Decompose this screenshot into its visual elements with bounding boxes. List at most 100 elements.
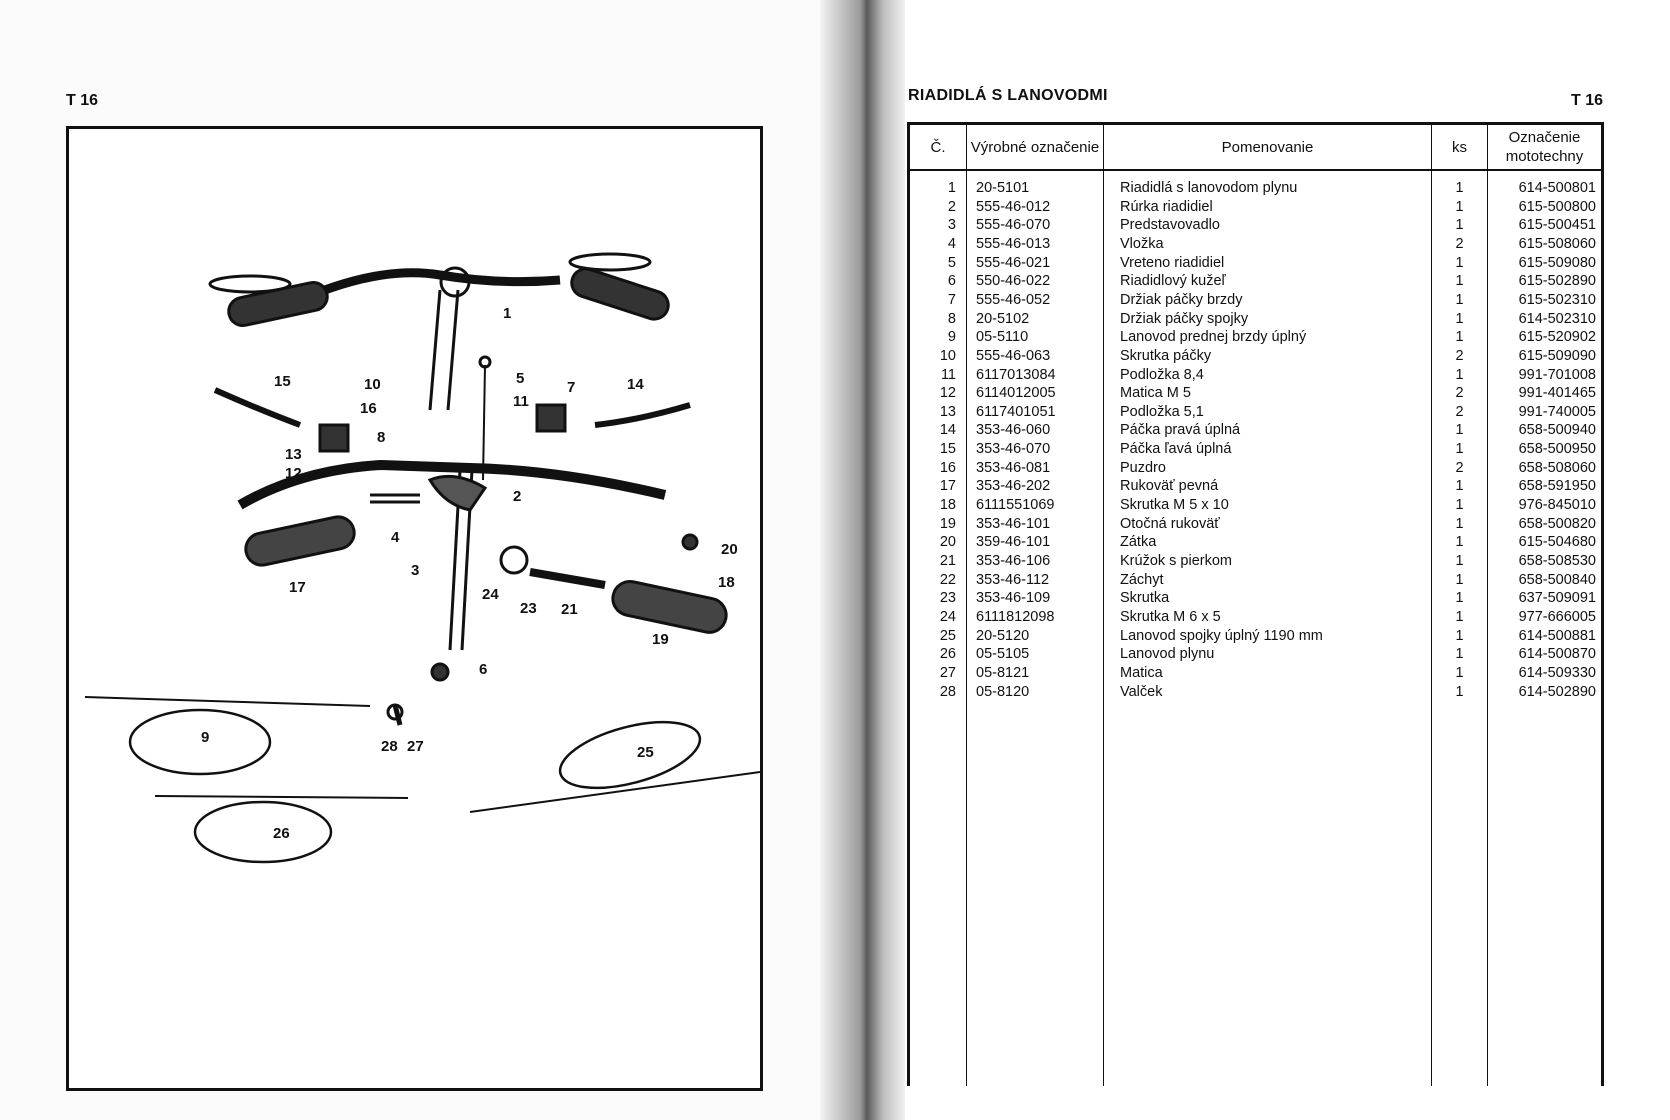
cell-qty: 1 — [1455, 441, 1464, 458]
cell-code: 05-8121 — [976, 664, 1030, 681]
cell-name: Skrutka M 6 x 5 — [1120, 608, 1221, 625]
cell-name: Riadidlá s lanovodom plynu — [1120, 180, 1298, 196]
cell-no: 11 — [940, 366, 956, 383]
cell-code: 353-46-101 — [976, 515, 1051, 532]
upper-left-lever — [208, 274, 292, 294]
clutch-lever-holder — [318, 423, 350, 453]
callout-label: 11 — [513, 393, 529, 410]
cell-qty: 1 — [1455, 310, 1464, 327]
cell-mototechna: 615-509090 — [1518, 347, 1596, 364]
cell-name: Skrutka M 5 x 10 — [1120, 497, 1229, 514]
cell-code: 6114012005 — [976, 385, 1056, 402]
plug — [681, 533, 699, 551]
cell-code: 555-46-021 — [976, 254, 1051, 271]
front-brake-cable — [128, 708, 272, 776]
callout-label: 2 — [513, 488, 521, 505]
cell-name: Lanovod plynu — [1120, 646, 1215, 663]
callout-label: 9 — [201, 729, 209, 746]
header-divider — [910, 169, 1601, 171]
callout-label: 28 — [381, 738, 398, 755]
cell-no: 8 — [947, 310, 956, 327]
cell-mototechna: 614-502890 — [1518, 683, 1596, 700]
cell-qty: 1 — [1455, 571, 1464, 588]
cell-no: 21 — [939, 553, 956, 569]
callout-label: 14 — [627, 376, 644, 393]
right-lever — [594, 402, 691, 428]
cell-no: 18 — [939, 497, 956, 514]
cell-name: Vreteno riadidiel — [1120, 254, 1225, 271]
cell-no: 26 — [939, 646, 956, 663]
cell-qty: 1 — [1455, 553, 1464, 569]
clutch-cable-line — [469, 771, 761, 813]
callout-label: 20 — [721, 541, 738, 558]
cell-code: 353-46-106 — [976, 553, 1051, 569]
cell-name: Krúžok s pierkom — [1120, 553, 1233, 569]
cell-mototechna: 977-666005 — [1518, 608, 1596, 625]
spindle-head — [478, 355, 492, 369]
cell-qty: 1 — [1455, 422, 1464, 439]
cell-mototechna: 614-500870 — [1518, 646, 1596, 663]
header-no: Č. — [930, 138, 946, 156]
cell-no: 5 — [947, 254, 956, 271]
callout-label: 27 — [407, 738, 424, 755]
cell-qty: 1 — [1455, 180, 1464, 196]
cell-mototechna: 658-500940 — [1518, 422, 1596, 439]
cell-no: 19 — [939, 515, 956, 532]
cell-qty: 1 — [1455, 534, 1464, 551]
upper-handlebar — [298, 268, 561, 305]
spindle — [482, 364, 486, 481]
front-brake-cable-line — [84, 696, 371, 707]
page-title: RIADIDLÁ S LANOVODMI — [908, 87, 1108, 104]
column-divider — [966, 125, 967, 1086]
upper-left-grip — [227, 281, 329, 327]
cell-name: Zátka — [1120, 534, 1157, 551]
cell-mototechna: 658-508060 — [1518, 459, 1596, 476]
header-name: Pomenovanie — [1221, 138, 1314, 156]
cell-qty: 2 — [1455, 403, 1464, 420]
roller — [392, 704, 403, 726]
callout-label: 26 — [273, 825, 290, 842]
upper-stem — [428, 289, 460, 411]
cell-qty: 1 — [1455, 683, 1464, 700]
callout-label: 16 — [360, 400, 377, 417]
stem-head — [427, 474, 488, 512]
brake-lever-holder — [535, 403, 567, 433]
cell-code: 05-5110 — [976, 329, 1029, 346]
cell-name: Otočná rukoväť — [1120, 515, 1220, 532]
cell-code: 6117401051 — [976, 403, 1056, 420]
cell-code: 353-46-109 — [976, 590, 1051, 607]
throttle-ring — [529, 568, 606, 589]
cell-qty: 1 — [1455, 478, 1464, 495]
callout-label: 13 — [285, 446, 302, 463]
callout-label: 24 — [482, 586, 499, 603]
cell-name: Matica — [1120, 664, 1163, 681]
cell-no: 10 — [939, 347, 956, 364]
cell-code: 555-46-012 — [976, 198, 1051, 215]
cell-name: Vložka — [1120, 235, 1164, 252]
lower-handlebar — [237, 459, 667, 510]
callout-label: 10 — [364, 376, 381, 393]
cell-no: 3 — [947, 217, 956, 234]
throttle-cable-line — [154, 795, 409, 799]
cell-mototechna: 637-509091 — [1518, 590, 1596, 607]
cell-mototechna: 991-401465 — [1518, 385, 1596, 402]
cell-code: 20-5102 — [976, 310, 1030, 327]
cell-qty: 2 — [1455, 347, 1464, 364]
page-gutter — [820, 0, 910, 1120]
cell-name: Páčka pravá úplná — [1120, 422, 1241, 439]
cell-qty: 2 — [1455, 235, 1464, 252]
cell-name: Riadidlový kužeľ — [1120, 273, 1226, 290]
throttle-cable — [193, 800, 333, 864]
cell-mototechna: 658-591950 — [1518, 478, 1596, 495]
right-page-number: T 16 — [1571, 92, 1604, 109]
cell-code: 550-46-022 — [976, 273, 1051, 290]
callout-label: 21 — [561, 601, 578, 618]
callout-label: 4 — [391, 529, 400, 546]
cell-qty: 1 — [1455, 291, 1464, 308]
callout-label: 7 — [567, 379, 575, 396]
cell-name: Skrutka páčky — [1120, 347, 1212, 364]
cell-mototechna: 991-701008 — [1518, 366, 1596, 383]
cell-name: Rúrka riadidiel — [1120, 198, 1213, 215]
